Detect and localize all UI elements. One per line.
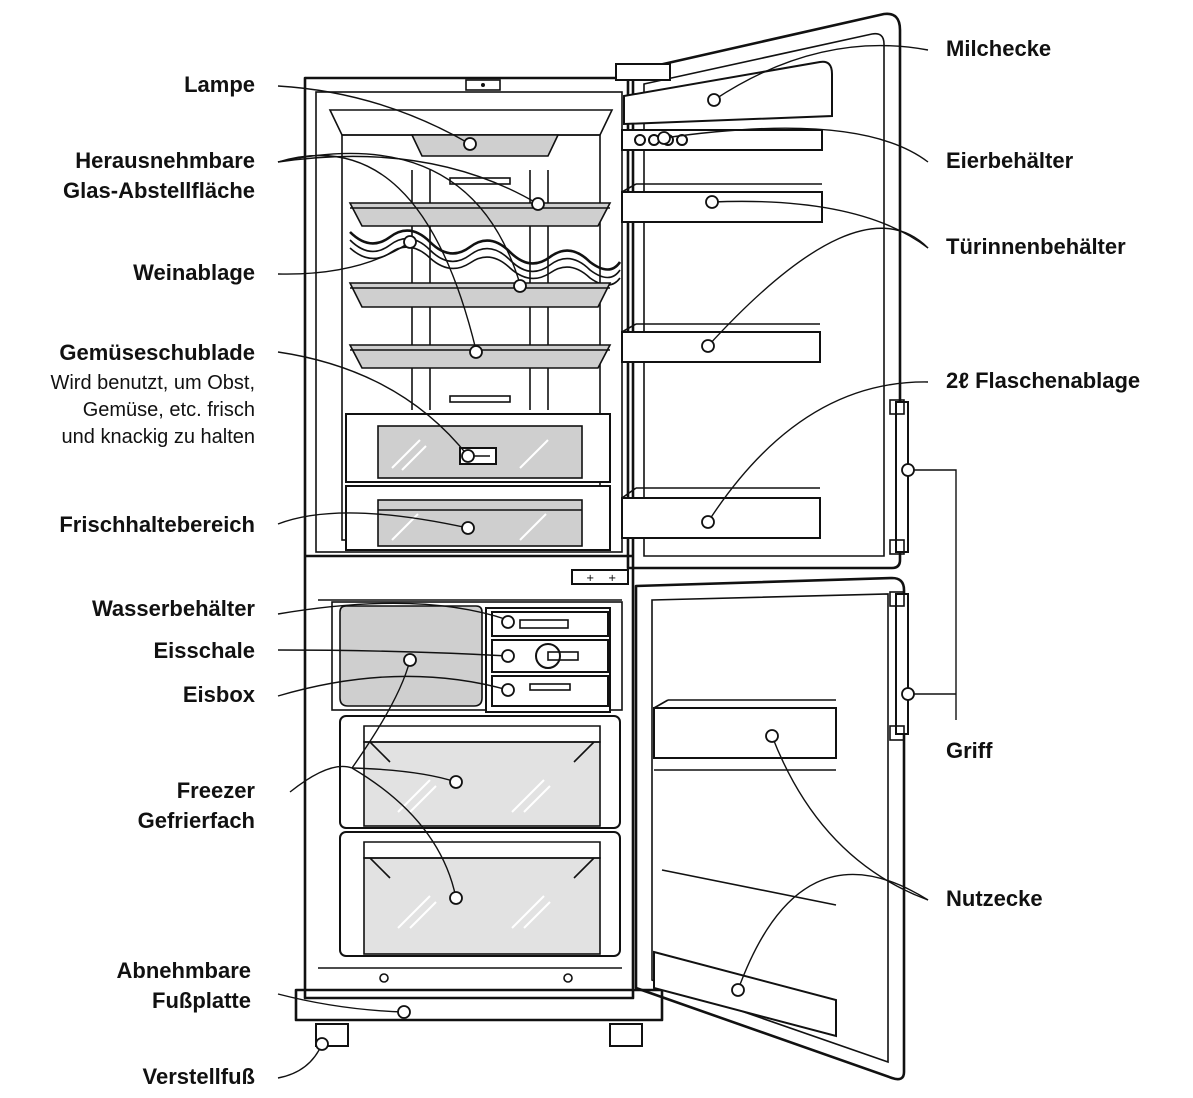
- label-glas-line1: Herausnehmbare: [75, 148, 255, 173]
- wine-rack: [349, 229, 622, 286]
- gemuese-desc-line3: und knackig zu halten: [61, 426, 255, 448]
- label-tuerinnenbehaelter: Türinnenbehälter: [946, 234, 1126, 259]
- label-milchecke: Milchecke: [946, 36, 1052, 61]
- label-freezer: Freezer Gefrierfach: [138, 776, 255, 836]
- label-verstellfuss: Verstellfuß: [142, 1064, 255, 1089]
- lower-door: [634, 576, 909, 1081]
- leader-lines-left: [277, 85, 539, 1079]
- glass-shelf-2: [348, 282, 612, 308]
- label-eisschale: Eisschale: [153, 638, 255, 663]
- vegetable-drawer: [345, 413, 611, 483]
- fresh-zone-drawer: [345, 485, 611, 551]
- svg-text:+: +: [608, 573, 616, 584]
- callout-dots: [315, 93, 915, 1051]
- label-fussplatte: Abnehmbare Fußplatte: [117, 956, 251, 1016]
- label-weinablage: Weinablage: [133, 260, 255, 285]
- label-lampe: Lampe: [184, 72, 255, 97]
- label-glas-abstellflaeche: Herausnehmbare Glas-Abstellfläche: [63, 146, 255, 206]
- label-eierbehaelter: Eierbehälter: [946, 148, 1074, 173]
- freezer-drawer-2: [339, 831, 621, 957]
- label-glas-line2: Glas-Abstellfläche: [63, 178, 255, 203]
- label-wasserbehaelter: Wasserbehälter: [91, 596, 255, 621]
- upper-door: [615, 12, 909, 570]
- compartment-divider: + +: [305, 554, 633, 601]
- label-freezer-line1: Freezer: [176, 778, 255, 803]
- freezer-drawer-1: [339, 715, 621, 829]
- leader-lines-right: [663, 44, 957, 991]
- label-freezer-line2: Gefrierfach: [137, 808, 255, 833]
- gemuese-desc-line2: Gemüse, etc. frisch: [82, 399, 255, 421]
- label-nutzecke: Nutzecke: [946, 886, 1043, 911]
- ice-box-area: [331, 601, 623, 713]
- label-flaschenablage: 2ℓ Flaschenablage: [946, 368, 1141, 393]
- label-griff: Griff: [946, 738, 993, 763]
- label-eisbox: Eisbox: [182, 682, 255, 707]
- kickplate: [294, 967, 664, 1022]
- adjustable-foot: [315, 1023, 643, 1047]
- gemuese-desc-line1: Wird benutzt, um Obst,: [50, 372, 255, 394]
- label-frischhaltebereich: Frischhaltebereich: [59, 512, 255, 537]
- label-gemuese-desc: Wird benutzt, um Obst, Gemüse, etc. fris…: [50, 370, 255, 451]
- svg-text:+: +: [586, 573, 594, 584]
- label-fussplatte-line2: Fußplatte: [152, 988, 251, 1013]
- lamp: [410, 134, 560, 157]
- label-gemueseschublade: Gemüseschublade: [59, 340, 255, 365]
- label-fussplatte-line1: Abnehmbare: [116, 958, 251, 983]
